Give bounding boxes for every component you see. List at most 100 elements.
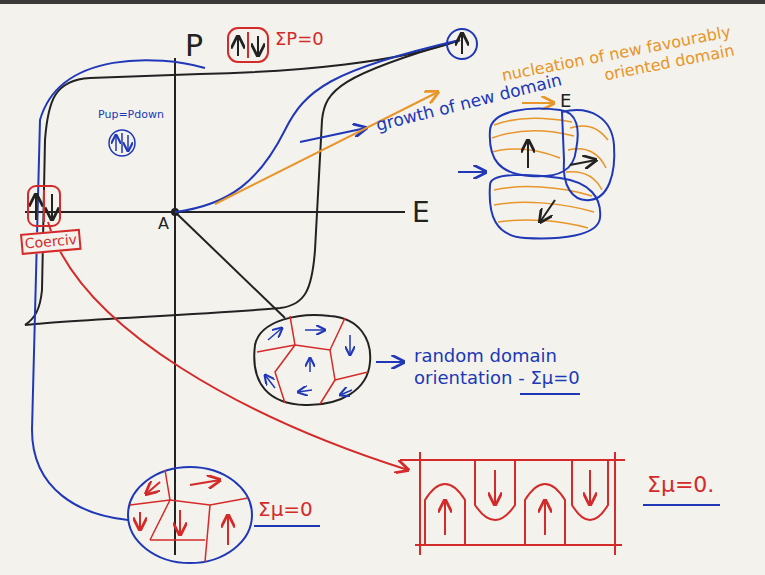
band-edge bbox=[400, 459, 625, 461]
sum-note: Σμ=0 bbox=[256, 497, 315, 521]
domain-wall bbox=[150, 470, 170, 540]
dipole-arrow bbox=[349, 335, 351, 355]
dipole-arrow bbox=[51, 194, 53, 220]
leader-curve bbox=[32, 60, 205, 520]
domain-outline bbox=[490, 175, 601, 238]
field-line bbox=[494, 187, 592, 196]
domain-wall bbox=[572, 460, 608, 520]
dipole-arrow bbox=[115, 135, 117, 151]
pointer-arrow bbox=[300, 128, 366, 142]
domain-wall bbox=[205, 505, 210, 562]
blue-curves bbox=[32, 40, 580, 520]
domain-wall bbox=[150, 539, 205, 541]
hysteresis-loop bbox=[25, 40, 460, 325]
dipole-arrow bbox=[309, 358, 311, 372]
domain-arrows bbox=[140, 480, 228, 545]
underline bbox=[254, 525, 320, 527]
domain-walls bbox=[130, 470, 248, 562]
field-domain-arrows bbox=[528, 140, 596, 222]
field-line bbox=[498, 220, 588, 228]
coercive-label: Coerciv bbox=[20, 229, 82, 255]
underline bbox=[643, 504, 720, 506]
field-label: E bbox=[558, 90, 573, 112]
sum-note: Σμ=0. bbox=[645, 472, 716, 498]
dipole-arrow bbox=[540, 200, 555, 222]
dipole-arrow bbox=[340, 390, 352, 395]
dipole-arrow bbox=[494, 470, 496, 505]
dipole-arrow bbox=[298, 390, 312, 392]
divider bbox=[247, 32, 249, 58]
dipole-arrow bbox=[444, 500, 446, 535]
pointer-arrow bbox=[376, 361, 404, 363]
antiparallel-circle bbox=[109, 130, 135, 156]
domain-walls bbox=[257, 316, 368, 404]
dipole-arrow bbox=[35, 194, 37, 220]
domain-arrows bbox=[265, 328, 352, 395]
domain-wall bbox=[475, 460, 515, 520]
p-axis bbox=[174, 58, 176, 555]
field-line bbox=[494, 118, 572, 125]
dipole-arrow bbox=[190, 480, 220, 485]
upper-branch bbox=[25, 40, 460, 325]
antiparallel-box bbox=[28, 186, 60, 226]
divider bbox=[121, 133, 123, 153]
condition-note: Pup=Pdown bbox=[96, 108, 166, 121]
divider bbox=[43, 190, 45, 222]
annotation: random domain orientation - Σμ=0 bbox=[412, 345, 586, 388]
dipole-arrow bbox=[257, 36, 259, 56]
field-line bbox=[492, 131, 574, 138]
pointer-arrow bbox=[458, 171, 486, 173]
domain-bands bbox=[400, 452, 625, 555]
pointer-arrow bbox=[48, 222, 408, 470]
axis-label: P bbox=[183, 28, 205, 64]
dipole-arrow bbox=[305, 329, 325, 331]
random-domain-grain bbox=[254, 315, 370, 405]
dipole-arrow bbox=[237, 36, 239, 56]
underline bbox=[520, 393, 580, 395]
domain-wall bbox=[335, 372, 368, 380]
dipole-arrow bbox=[570, 160, 596, 165]
domain-wall bbox=[320, 350, 335, 404]
dipole-arrow bbox=[179, 510, 181, 535]
annotation: nucleation of new favourably oriented do… bbox=[440, 22, 738, 116]
field-line bbox=[494, 202, 594, 212]
domain-wall bbox=[614, 452, 616, 555]
dipole-arrow bbox=[589, 470, 591, 505]
domain-outline bbox=[562, 110, 614, 200]
domain-wall bbox=[130, 498, 248, 505]
dipole-arrow bbox=[268, 328, 282, 340]
antiparallel-box bbox=[228, 28, 268, 62]
antiparallel-arrows bbox=[116, 133, 128, 153]
dipole-arrow bbox=[461, 33, 463, 54]
field-arrow bbox=[522, 102, 554, 104]
dipole-arrow bbox=[127, 135, 129, 151]
dipole-arrow bbox=[139, 512, 141, 530]
domain-wall bbox=[425, 484, 465, 545]
dipole-arrow bbox=[227, 515, 229, 545]
field-line bbox=[492, 149, 560, 158]
axes bbox=[25, 58, 405, 555]
field-line bbox=[570, 126, 608, 140]
field-domains bbox=[490, 109, 615, 239]
box-outline bbox=[228, 28, 268, 62]
single-domain-circle bbox=[447, 29, 477, 59]
lower-branch bbox=[25, 40, 460, 325]
sum-note: ΣP=0 bbox=[273, 28, 326, 50]
dipole-arrow bbox=[544, 500, 546, 535]
domain-wall bbox=[419, 452, 421, 555]
domain-wall bbox=[525, 484, 565, 545]
point-label: A bbox=[156, 214, 171, 233]
axis-label: E bbox=[410, 196, 432, 230]
field-lines bbox=[492, 118, 608, 228]
e-axis bbox=[25, 211, 405, 213]
grain-outline bbox=[128, 467, 252, 563]
top-strip bbox=[0, 0, 765, 4]
band-edge bbox=[415, 544, 622, 546]
domain-wall bbox=[295, 318, 345, 350]
virgin-curve bbox=[175, 40, 460, 212]
domain-wall bbox=[257, 345, 295, 352]
leader-line bbox=[175, 212, 285, 318]
domain-wall bbox=[275, 316, 295, 403]
dipole-arrow bbox=[527, 140, 529, 168]
